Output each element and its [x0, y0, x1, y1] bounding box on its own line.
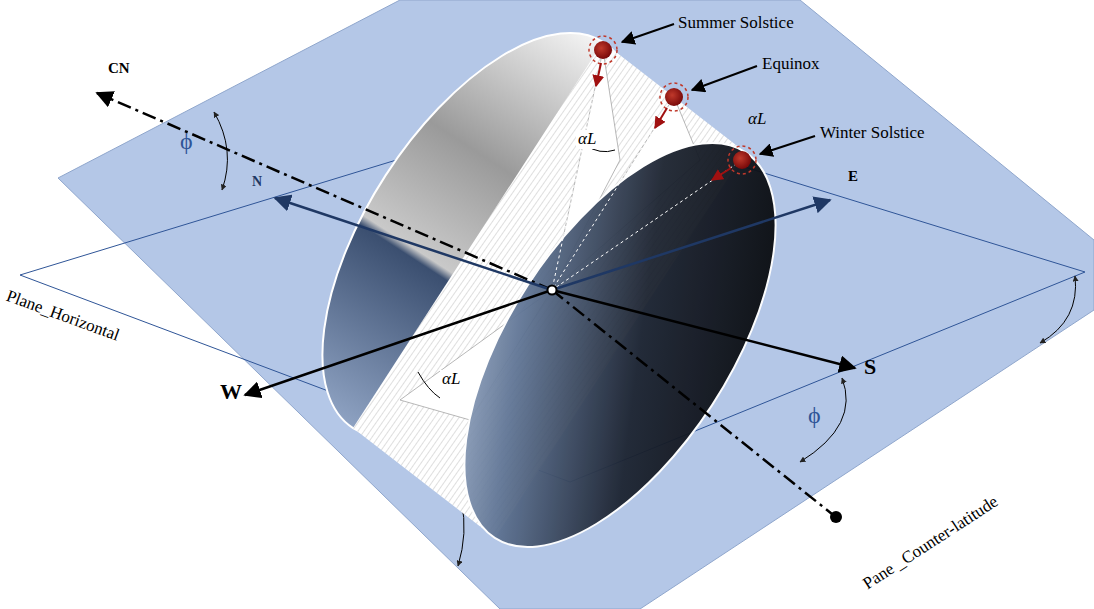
illustration-part [660, 83, 688, 111]
axis-label: N [252, 174, 262, 189]
latitude-arc [214, 112, 227, 190]
west-arrow [245, 290, 552, 395]
event-label: Summer Solstice [678, 14, 794, 33]
plane-label: Pane _Counter-latitude [860, 493, 1002, 594]
angle-label: αL [748, 110, 766, 129]
sun-ray [552, 50, 603, 290]
sun-direction-arrow [712, 168, 731, 180]
angle-label: ϕ [180, 128, 193, 154]
axis-label: E [848, 168, 858, 185]
leader-arrow [760, 136, 815, 154]
plane-label: Plane_Horizontal [4, 287, 122, 345]
angle-label: αL [576, 130, 598, 149]
latitude-arc [800, 378, 846, 462]
sun-summer [589, 36, 617, 64]
illustration-part [594, 41, 612, 59]
event-label: Equinox [762, 55, 820, 74]
illustration-part [589, 36, 617, 64]
leader-arrow [622, 24, 674, 42]
axis-label: CN [108, 60, 130, 77]
illustration-part [733, 151, 751, 169]
east-arrow [552, 200, 830, 290]
sun-winter [728, 146, 756, 174]
angle-label: αL [440, 370, 462, 389]
north-arrow [275, 198, 552, 290]
altitude-arc [418, 372, 440, 398]
origin-point [548, 286, 557, 295]
sun-equinox [660, 83, 688, 111]
celestial-north-axis [97, 93, 552, 290]
sun-ray [552, 160, 742, 290]
axis-label: S [864, 355, 876, 379]
axis-end-dot [830, 511, 842, 523]
plane-angle-arc [1040, 276, 1076, 343]
angle-label: ϕ [808, 402, 821, 428]
illustration-part [728, 146, 756, 174]
south-arrow [552, 290, 855, 368]
front-disk [402, 92, 837, 598]
event-label: Winter Solstice [820, 124, 925, 143]
axis-label: W [220, 380, 242, 404]
sun-direction-arrow [596, 63, 601, 86]
illustration-part [665, 88, 683, 106]
sun-ray [552, 97, 674, 290]
sun-direction-arrow [655, 108, 667, 128]
counter-latitude-plane [58, 0, 1094, 609]
polar-axis [552, 290, 832, 514]
leader-arrow [692, 66, 757, 90]
